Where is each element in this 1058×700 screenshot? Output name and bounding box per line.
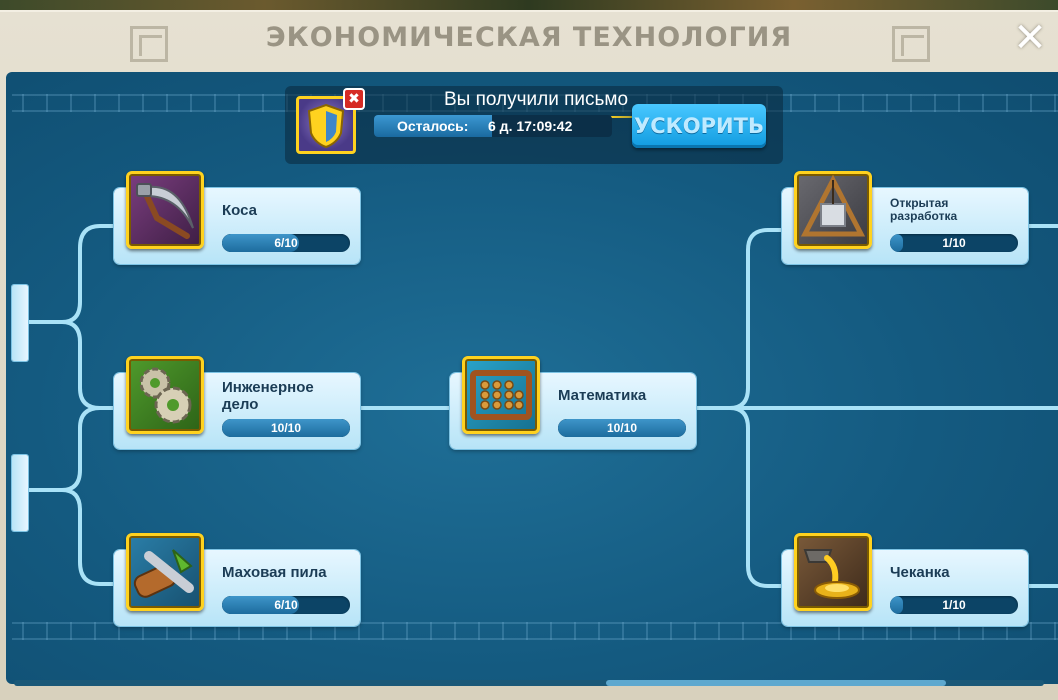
progress-fill-kosa [222, 234, 299, 252]
level-open-mining: 1/10 [942, 236, 966, 250]
level-kosa: 6/10 [274, 236, 298, 250]
connector-math-down [728, 406, 784, 588]
meander-ornament-right [892, 26, 930, 62]
speedup-button[interactable]: УСКОРИТЬ [632, 104, 766, 148]
progress-bar-minting: 1/10 [890, 596, 1018, 614]
connector-left-upper-down [60, 320, 116, 410]
close-icon[interactable]: ✕ [1013, 15, 1047, 61]
level-minting: 1/10 [942, 598, 966, 612]
background-game-strip [0, 0, 1058, 12]
horizontal-scrollbar[interactable] [14, 680, 1044, 686]
gears-icon [126, 356, 204, 434]
board-pattern-bottom [12, 622, 1058, 640]
tech-name-kosa: Коса [222, 202, 257, 219]
progress-fill-engineering [222, 419, 350, 437]
tech-name-engineering-text: Инженерное дело [222, 379, 314, 413]
tech-name-open-mining-text: Открытая разработка [890, 196, 958, 223]
connector-left-lower-down [60, 488, 116, 586]
progress-bar-math: 10/10 [558, 419, 686, 437]
progress-fill-math [558, 419, 686, 437]
tech-name-engineering: Инженерное дело [222, 379, 352, 413]
level-flywheel-saw: 6/10 [274, 598, 298, 612]
tech-node-open-mining[interactable]: Открытая разработка 1/10 [782, 171, 1028, 264]
level-math: 10/10 [606, 421, 638, 435]
tech-name-minting: Чеканка [890, 564, 950, 581]
notification-message: Вы получили письмо [443, 89, 629, 110]
branch-tab-lower[interactable] [12, 455, 28, 531]
timer-value: 6 д. 17:09:42 [488, 118, 573, 134]
progress-fill-open-mining [890, 234, 903, 252]
tech-node-math[interactable]: Математика 10/10 [450, 356, 696, 449]
window-title: ЭКОНОМИЧЕСКАЯ ТЕХНОЛОГИЯ [265, 22, 793, 53]
scythe-icon [126, 171, 204, 249]
progress-bar-open-mining: 1/10 [890, 234, 1018, 252]
tech-node-minting[interactable]: Чеканка 1/10 [782, 533, 1028, 626]
timer-label: Осталось: [397, 118, 469, 134]
tech-node-kosa[interactable]: Коса 6/10 [114, 171, 360, 264]
scrollbar-thumb[interactable] [606, 680, 946, 686]
molten-gold-icon [794, 533, 872, 611]
progress-bar-engineering: 10/10 [222, 419, 350, 437]
progress-bar-kosa: 6/10 [222, 234, 350, 252]
connector-math-up [728, 228, 784, 410]
connector-left-lower [26, 406, 102, 492]
progress-bar-flywheel-saw: 6/10 [222, 596, 350, 614]
tech-name-flywheel-saw: Маховая пила [222, 564, 327, 581]
tech-name-math: Математика [558, 387, 647, 404]
mining-frame-icon [794, 171, 872, 249]
branch-tab-upper[interactable] [12, 285, 28, 361]
tech-name-open-mining: Открытая разработка [890, 197, 980, 223]
abacus-icon [462, 356, 540, 434]
tech-node-flywheel-saw[interactable]: Маховая пила 6/10 [114, 533, 360, 626]
level-engineering: 10/10 [270, 421, 302, 435]
progress-fill-flywheel-saw [222, 596, 299, 614]
progress-fill-minting [890, 596, 903, 614]
meander-ornament-left [130, 26, 168, 62]
connector-left-upper [26, 224, 116, 324]
saw-icon [126, 533, 204, 611]
notification-close-icon[interactable]: ✖ [343, 88, 365, 110]
timer-bar-fill [374, 115, 492, 137]
tech-node-engineering[interactable]: Инженерное дело 10/10 [114, 356, 360, 449]
